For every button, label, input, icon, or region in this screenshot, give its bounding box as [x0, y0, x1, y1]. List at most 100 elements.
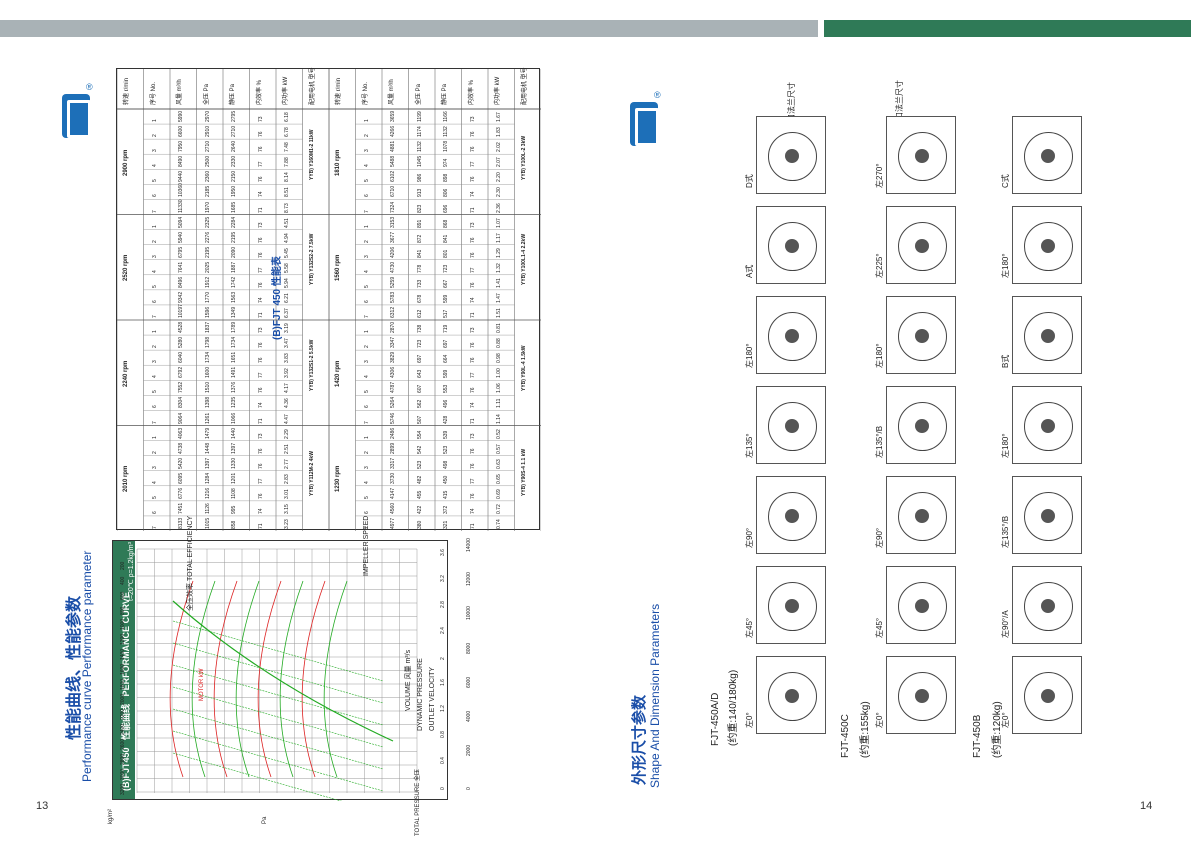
table-cell: 422: [416, 505, 423, 514]
y-axis-en: TOTAL PRESSURE: [415, 782, 421, 836]
table-cell: 2486: [390, 427, 396, 439]
y-tick-label: 2600: [120, 738, 126, 750]
table-grid-svg: [117, 69, 541, 531]
table-cell: 1685: [231, 201, 237, 213]
table-cell: 3.83: [284, 353, 290, 364]
table-cell: 77: [469, 478, 476, 484]
table-cell: 3.19: [284, 323, 290, 334]
fan-housing: [897, 671, 947, 721]
table-cell: 0.65: [496, 474, 502, 484]
table-cell: 2: [151, 239, 158, 243]
table-cell: 1.83: [496, 127, 502, 138]
table-header-cell: 内功率 kW: [283, 76, 289, 105]
table-cell: 76: [469, 252, 476, 258]
table-cell: 1: [151, 224, 158, 228]
table-cell: 71: [257, 312, 264, 318]
table-cell: 2970: [204, 110, 211, 123]
drawing-label: B式: [1001, 354, 1010, 368]
table-cell: 5: [363, 285, 370, 288]
speed-cell: 1560 rpm: [335, 254, 341, 282]
table-cell: 2710: [231, 126, 237, 138]
table-cell: 2.51: [284, 443, 290, 454]
fan-hub: [1040, 238, 1056, 254]
table-cell: 2: [151, 450, 158, 454]
x-tick-label: 3.2: [440, 575, 446, 582]
table-cell: 5.45: [284, 247, 290, 258]
pressure-curve: [301, 580, 326, 778]
table-cell: 1126: [204, 503, 211, 514]
table-cell: 7: [363, 315, 370, 318]
table-cell: 2325: [204, 216, 211, 228]
fan-hub: [914, 148, 930, 164]
right-heading-en: Shape And Dimension Parameters: [648, 603, 662, 788]
table-cell: 7552: [178, 382, 184, 394]
model-c: FJT-450C: [840, 714, 851, 758]
y-tick-label: 600: [120, 591, 126, 600]
fan-housing: [1023, 221, 1073, 271]
table-cell: 73: [469, 327, 476, 334]
pressure-curve: [213, 580, 238, 778]
table-cell: 74: [257, 402, 264, 409]
drawing-label: 左135°/B: [1001, 515, 1010, 548]
table-cell: 995: [231, 505, 237, 514]
drawing-label: 左180°: [1001, 253, 1010, 278]
fan-housing: [767, 221, 817, 271]
dimension-drawing: [756, 116, 826, 194]
top-bar-right: [824, 20, 1191, 37]
speed-cell: 1230 rpm: [335, 465, 341, 493]
table-cell: 1.47: [496, 293, 502, 303]
table-cell: 5264: [390, 397, 396, 409]
motor-cell: YYB) Y100L-2 3kW: [520, 135, 527, 180]
brand-logo-right: ®: [624, 88, 664, 160]
table-header-cell: 全压 Pa: [415, 83, 422, 105]
fan-hub: [784, 418, 800, 434]
table-cell: 2090: [231, 246, 237, 258]
table-cell: 3677: [390, 231, 396, 243]
y-tick-label: 3000: [120, 768, 126, 780]
fan-housing: [767, 491, 817, 541]
table-cell: 2795: [231, 110, 237, 123]
table-cell: 415: [443, 490, 449, 499]
table-cell: 5: [151, 496, 158, 499]
efficiency-line: [172, 752, 343, 801]
drawing-label: 左135°/B: [875, 425, 884, 458]
table-cell: 1.14: [496, 413, 502, 424]
y-axis-label: TOTAL PRESSURE 全压: [412, 769, 421, 836]
table-cell: 6: [363, 511, 370, 514]
table-cell: 1448: [204, 442, 211, 454]
speed-cell: 2520 rpm: [123, 254, 129, 282]
dimension-drawing: [886, 116, 956, 194]
table-cell: 1.41: [496, 278, 502, 288]
table-cell: 9064: [178, 412, 184, 424]
table-cell: 7: [151, 420, 158, 424]
table-cell: 3.23: [284, 519, 290, 529]
fan-hub: [914, 508, 930, 524]
drawing-label: 左0°: [745, 712, 754, 728]
table-cell: 6: [151, 300, 158, 303]
model-b: FJT-450B: [972, 714, 983, 758]
table-cell: 2.77: [284, 458, 290, 469]
efficiency-line: [172, 708, 384, 770]
motor-cell: YYB) Y160M1-2 11kW: [308, 129, 315, 180]
table-cell: 74: [469, 191, 476, 198]
table-cell: 1.51: [496, 308, 502, 318]
table-cell: 3.01: [284, 489, 290, 499]
dimension-drawing: [886, 476, 956, 554]
table-cell: 77: [257, 161, 264, 168]
table-cell: 5: [363, 496, 370, 499]
y-axis-unit-left: kg/m²: [108, 809, 114, 824]
table-cell: 77: [257, 267, 264, 273]
fan-housing: [767, 131, 817, 181]
left-heading-en: Performance curve Performance parameter: [80, 550, 94, 782]
table-header-cell: 转速 r/min: [336, 77, 342, 105]
table-cell: 1398: [204, 397, 211, 409]
table-cell: 4881: [390, 141, 396, 153]
table-cell: 841: [416, 249, 423, 258]
table-cell: 76: [469, 131, 476, 138]
table-cell: 4977: [390, 517, 396, 529]
page-number-right: 14: [1140, 800, 1153, 812]
table-cell: 372: [443, 505, 449, 514]
table-cell: 76: [257, 131, 264, 138]
table-cell: 2500: [204, 156, 211, 168]
table-header-cell: 全压 Pa: [203, 83, 210, 105]
